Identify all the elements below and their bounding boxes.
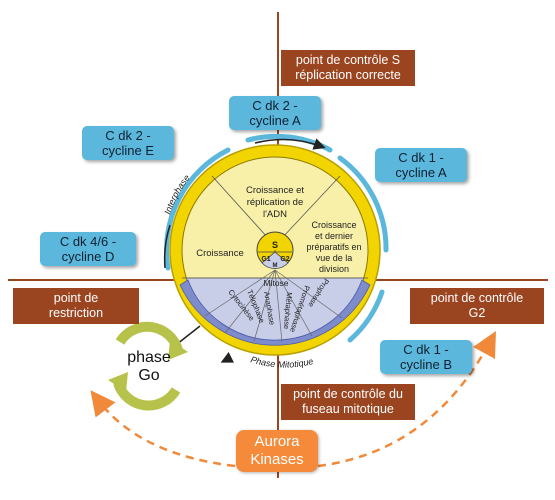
checkpoint-spindle-box: point de contrôle du fuseau mitotique bbox=[281, 384, 415, 420]
interphase-arrow bbox=[254, 138, 326, 150]
cdk46-cycline-d-box: C dk 4/6 - cycline D bbox=[40, 232, 136, 266]
sector-right-line4: vue de la bbox=[316, 253, 353, 263]
g2-line1: point de contrôle bbox=[430, 291, 524, 305]
go-arrow-bottom-head bbox=[108, 372, 128, 392]
sector-top-line3: l'ADN bbox=[263, 209, 287, 220]
aurora-line2: Kinases bbox=[250, 451, 304, 468]
go-arrow-top bbox=[115, 321, 183, 352]
sector-top-line2: réplication de bbox=[247, 197, 304, 208]
cdk1-a-line1: C dk 1 - bbox=[398, 150, 444, 165]
hub-label-s: S bbox=[272, 240, 278, 250]
cdk2-a-line2: cycline A bbox=[249, 113, 301, 128]
restriction-line1: point de bbox=[53, 291, 99, 305]
mitosis-divider-6 bbox=[274, 269, 343, 319]
cdk46-d-line1: C dk 4/6 - bbox=[59, 234, 117, 249]
checkpoint-g2-box: point de contrôle G2 bbox=[410, 288, 544, 324]
sector-right-line2: et dernier bbox=[315, 231, 353, 241]
go-arrow-bottom bbox=[113, 381, 181, 411]
sector-left-label: Croissance bbox=[196, 248, 244, 259]
cdk1-a-line2: cycline A bbox=[395, 165, 447, 180]
g2-line2: G2 bbox=[468, 306, 486, 320]
mitose-label: Mitose bbox=[263, 278, 288, 288]
checkpoint-s-line2: réplication correcte bbox=[295, 68, 401, 82]
checkpoint-s-line1: point de contrôle S bbox=[295, 53, 401, 67]
hub-label-m: M bbox=[273, 263, 278, 269]
cdk1-b-line1: C dk 1 - bbox=[403, 342, 449, 357]
phase-go-label: phase Go bbox=[120, 348, 178, 386]
spindle-line1: point de contrôle du bbox=[293, 387, 403, 401]
hub-m-segment bbox=[261, 251, 289, 269]
restriction-line2: restriction bbox=[48, 306, 104, 320]
interphase-arrow-left bbox=[163, 224, 171, 269]
aurora-kinases-box: Aurora Kinases bbox=[236, 430, 318, 472]
cdk2-cycline-e-box: C dk 2 - cycline E bbox=[82, 126, 174, 160]
go-arrow-top-head bbox=[168, 340, 188, 360]
mitosis-divider-1 bbox=[204, 269, 276, 317]
aurora-line1: Aurora bbox=[254, 433, 300, 450]
spindle-line2: fuseau mitotique bbox=[302, 402, 394, 416]
sector-right-line3: préparatifs en bbox=[306, 242, 361, 252]
sector-right-line5: division bbox=[319, 264, 349, 274]
hub-label-g1: G1 bbox=[261, 256, 270, 263]
cdk1-cycline-b-box: C dk 1 - cycline B bbox=[380, 340, 472, 374]
cdk2-a-line1: C dk 2 - bbox=[252, 98, 298, 113]
blue-arc-left bbox=[164, 147, 231, 271]
aurora-dashed-arc-left bbox=[90, 390, 236, 468]
divider-top-left bbox=[211, 175, 269, 239]
mitosis-divider-5 bbox=[274, 269, 313, 337]
mitosis-divider-3 bbox=[253, 269, 276, 342]
mitotic-arrow-tail bbox=[220, 351, 235, 363]
checkpoint-s-box: point de contrôle S réplication correcte bbox=[281, 50, 415, 86]
mitosis-divider-4 bbox=[274, 269, 283, 343]
phase-go-line2: Go bbox=[138, 367, 160, 384]
cdk1-b-line2: cycline B bbox=[399, 357, 453, 372]
cdk2-e-line2: cycline E bbox=[101, 143, 155, 158]
cdk1-cycline-a-box: C dk 1 - cycline A bbox=[375, 148, 467, 182]
divider-top-right bbox=[281, 175, 341, 239]
phase-go-line1: phase bbox=[127, 349, 171, 366]
cdk2-cycline-a-box: C dk 2 - cycline A bbox=[229, 96, 321, 130]
blue-arc-bottom-right bbox=[347, 289, 385, 343]
cdk2-e-line1: C dk 2 - bbox=[105, 128, 151, 143]
phase-metaphase: Métaphase bbox=[282, 292, 294, 330]
cdk46-d-line2: cycline D bbox=[61, 249, 115, 264]
mitosis-divider-2 bbox=[224, 269, 276, 334]
hub-label-g2: G2 bbox=[280, 256, 289, 263]
checkpoint-restriction-box: point de restriction bbox=[13, 288, 139, 324]
mitosis-outer-band bbox=[179, 279, 371, 346]
sector-right-line1: Croissance bbox=[311, 220, 356, 230]
blue-arc-right bbox=[337, 155, 389, 253]
sector-top-line1: Croissance et bbox=[246, 185, 304, 196]
